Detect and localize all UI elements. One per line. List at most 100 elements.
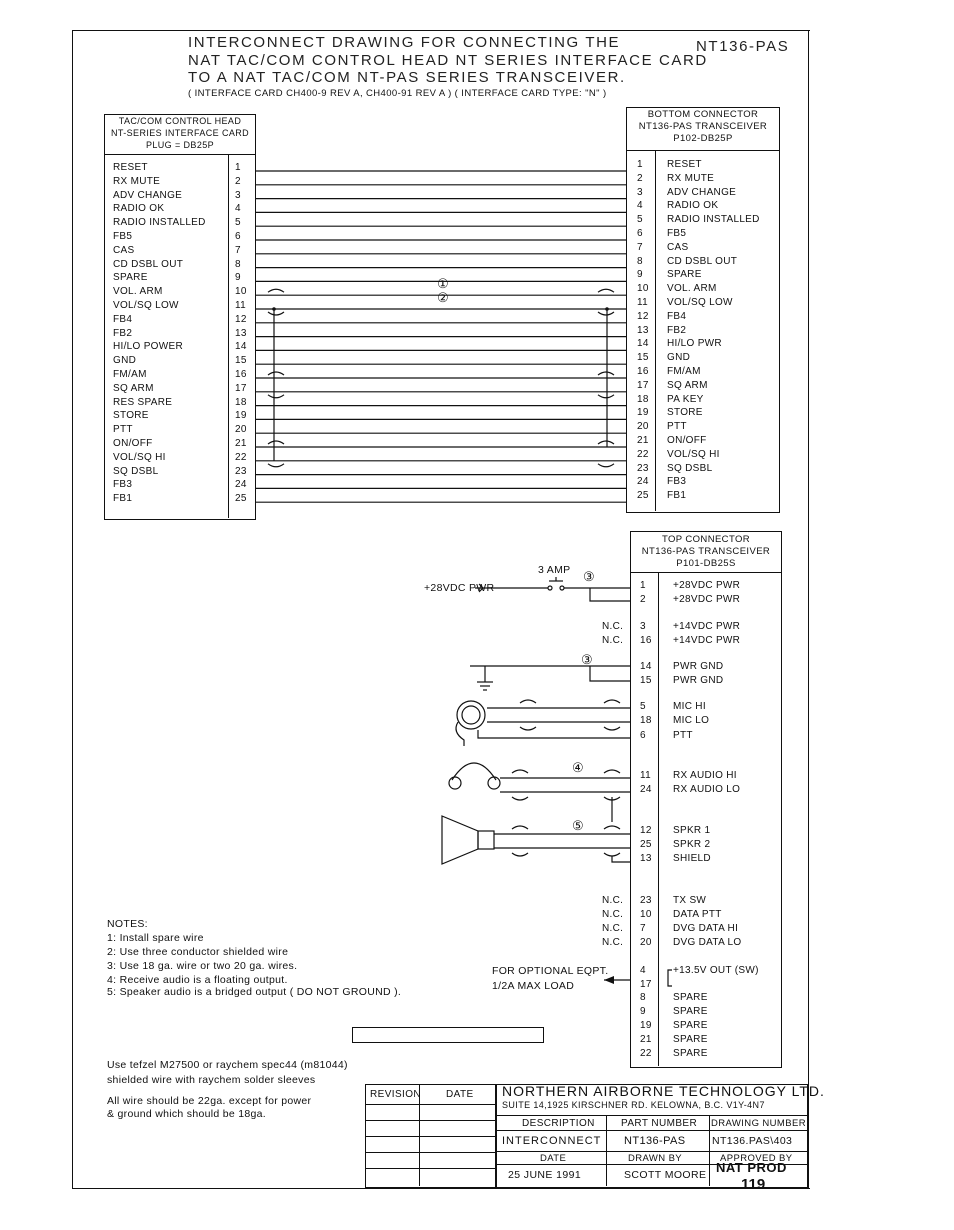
control-head-header-line: TAC/COM CONTROL HEAD [118, 116, 242, 126]
approved-by-value: NAT PROD [716, 1160, 787, 1175]
top-connector-pin-number: 18 [640, 715, 652, 726]
bottom-connector-pin-number: 18 [637, 393, 649, 405]
junction-dot [605, 307, 609, 311]
bottom-connector-pin-number: 2 [637, 172, 643, 184]
drawn-by-label: DRAWN BY [628, 1153, 683, 1164]
headset-icon [487, 776, 501, 790]
control-head-pin-label: RX MUTE [113, 175, 161, 187]
control-head-header-line: PLUG = DB25P [145, 140, 215, 150]
control-head-connector [104, 114, 256, 520]
bottom-connector-pin-number: 13 [637, 324, 649, 336]
bottom-connector-pin-label: GND [667, 352, 691, 364]
revision-date-label: DATE [446, 1089, 474, 1100]
date-value: 25 JUNE 1991 [508, 1169, 582, 1181]
shield-arc [511, 796, 529, 801]
shield-arc [511, 769, 529, 774]
control-head-pin-number: 23 [235, 465, 247, 477]
top-connector-pin-label: +28VDC PWR [673, 580, 741, 591]
shield-arc [519, 699, 537, 704]
control-head-pin-number: 25 [235, 493, 247, 505]
bottom-connector-pin-label: PTT [667, 421, 687, 433]
microphone-icon [456, 700, 486, 730]
wire-spec-line-1: Use tefzel M27500 or raychem spec44 (m81… [107, 1059, 348, 1071]
control-head-pin-number: 24 [235, 479, 247, 491]
optional-load-label: 1/2A MAX LOAD [492, 980, 575, 992]
top-connector-pin-number: 15 [640, 675, 652, 686]
bottom-connector-pin-label: VOL. ARM [667, 283, 717, 295]
control-head-pin-label: GND [113, 355, 137, 367]
top-connector-pin-label: +14VDC PWR [673, 635, 741, 646]
bottom-connector-pin-label: CAS [667, 241, 689, 253]
top-connector-pin-number: 10 [640, 909, 652, 920]
bottom-connector-pin-label: RADIO INSTALLED [667, 214, 760, 226]
control-head-pin-label: VOL/SQ LOW [113, 300, 179, 311]
bottom-connector-pin-label: FB2 [667, 324, 687, 336]
wire-spec-line-2: shielded wire with raychem solder sleeve… [107, 1074, 316, 1086]
top-connector-pin-number: 14 [640, 661, 652, 672]
bottom-connector-pin-number: 6 [637, 228, 643, 239]
control-head-pin-label: CD DSBL OUT [113, 258, 184, 270]
top-connector-pin-number: 1 [640, 580, 646, 591]
no-connect-label: N.C. [602, 895, 624, 906]
control-head-pin-label: SPARE [113, 272, 148, 284]
control-head-pin-number: 18 [235, 396, 247, 408]
headset-icon [448, 776, 462, 790]
control-head-pin-number: 1 [235, 162, 241, 173]
company-address: SUITE 14,1925 KIRSCHNER RD. KELOWNA, B.C… [502, 1100, 765, 1110]
bottom-connector-pin-number: 21 [637, 435, 649, 446]
breaker-contact [547, 585, 553, 591]
bottom-connector-pin-number: 1 [637, 159, 643, 170]
revision-row-1 [365, 1104, 496, 1105]
top-connector-pin-label: PWR GND [673, 661, 724, 672]
revision-label: REVISION [370, 1089, 421, 1100]
control-head-header-line: NT-SERIES INTERFACE CARD [110, 128, 250, 138]
top-connector-pin-number: 13 [640, 853, 652, 864]
top-connector-header-divider [630, 572, 781, 573]
note-5: 5: Speaker audio is a bridged output ( D… [107, 986, 402, 998]
shield-arc [597, 311, 615, 316]
shield-arc [267, 394, 285, 399]
bottom-connector-header-line: BOTTOM CONNECTOR [647, 109, 759, 120]
control-head-pin-number: 17 [235, 382, 247, 394]
bottom-connector-pin-number: 17 [637, 379, 649, 391]
control-head-pin-label: HI/LO POWER [113, 341, 183, 353]
bottom-connector-pin-divider [655, 150, 656, 511]
top-connector-pin-number: 21 [640, 1034, 652, 1045]
bottom-connector-pin-label: FM/AM [667, 366, 701, 377]
title-subtitle: ( INTERFACE CARD CH400-9 REV A, CH400-91… [188, 88, 607, 99]
part-number-label: PART NUMBER [621, 1118, 698, 1129]
top-connector-header-line: NT136-PAS TRANSCEIVER [641, 546, 771, 557]
power-supply-label: +28VDC PWR [424, 582, 495, 594]
bottom-connector-pin-label: PA KEY [667, 393, 704, 405]
top-connector-pin-number: 23 [640, 895, 652, 906]
shield-arc [267, 371, 285, 376]
top-connector-pin-label: TX SW [673, 895, 707, 906]
revision-row-5 [365, 1168, 496, 1169]
bottom-connector-pin-label: RESET [667, 159, 702, 170]
top-connector-pin-number: 22 [640, 1048, 652, 1059]
control-head-pin-number: 20 [235, 424, 247, 436]
top-connector-pin-label: MIC LO [673, 715, 710, 726]
company-block [495, 1084, 808, 1188]
breaker-contact [559, 585, 565, 591]
control-head-pin-number: 4 [235, 203, 241, 215]
bottom-connector-pin-number: 3 [637, 186, 643, 198]
no-connect-label: N.C. [602, 937, 624, 948]
bottom-connector-pin-number: 16 [637, 366, 649, 377]
control-head-pin-number: 12 [235, 313, 247, 325]
control-head-pin-number: 21 [235, 438, 247, 449]
bottom-connector-pin-number: 11 [637, 297, 648, 308]
top-connector-pin-number: 3 [640, 621, 646, 632]
control-head-pin-label: SQ DSBL [113, 465, 159, 477]
frame-right [808, 30, 809, 1188]
control-head-pin-label: RADIO OK [113, 203, 165, 215]
bottom-connector-pin-number: 8 [637, 255, 643, 267]
model-label: NT136-PAS [696, 38, 790, 55]
company-block-row-2 [495, 1130, 807, 1131]
bottom-connector-header-line: NT136-PAS TRANSCEIVER [638, 121, 768, 132]
drawing-number-label: DRAWING NUMBER [711, 1118, 806, 1129]
bottom-connector-pin-label: ADV CHANGE [667, 186, 737, 198]
bottom-connector-header-divider [626, 150, 779, 151]
shield-arc [267, 440, 285, 445]
bottom-connector-pin-label: FB1 [667, 490, 687, 502]
